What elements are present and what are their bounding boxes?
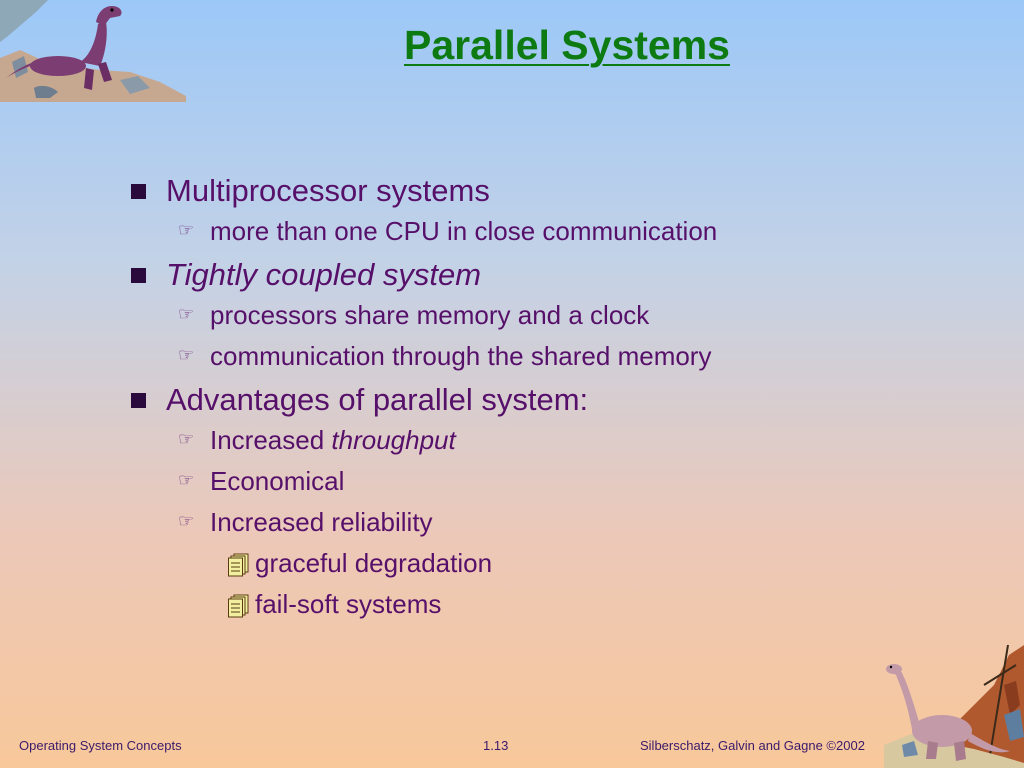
pointing-hand-icon: ☞ [178, 511, 195, 531]
sub-sub-bullet-item: fail-soft systems [128, 588, 988, 620]
slide-title: Parallel Systems [404, 22, 730, 68]
bullet-item-tightly-coupled: Tightly coupled system [128, 256, 988, 294]
pointing-hand-icon: ☞ [178, 345, 195, 365]
sub-bullet-text: Economical [210, 466, 345, 496]
footer-course-title: Operating System Concepts [19, 738, 182, 753]
document-stack-icon [228, 594, 249, 618]
sub-sub-bullet-text: fail-soft systems [255, 589, 442, 619]
sub-bullet-item: ☞ communication through the shared memor… [128, 340, 988, 372]
sub-bullet-text: Increased reliability [210, 507, 433, 537]
sub-bullet-text: communication through the shared memory [210, 341, 712, 371]
bullet-text: Multiprocessor systems [166, 173, 490, 208]
footer-copyright: Silberschatz, Galvin and Gagne ©2002 [640, 738, 865, 753]
square-bullet-icon [131, 268, 146, 283]
bullet-text: Tightly coupled system [166, 257, 482, 292]
pointing-hand-icon: ☞ [178, 220, 195, 240]
sub-sub-bullet-item: graceful degradation [128, 547, 988, 579]
footer-page-number: 1.13 [483, 738, 509, 753]
bullet-text: Advantages of parallel system: [166, 382, 589, 417]
sub-bullet-emphasis: throughput [331, 425, 456, 455]
bullet-item-multiprocessor: Multiprocessor systems [128, 172, 988, 210]
pointing-hand-icon: ☞ [178, 429, 195, 449]
sub-bullet-text: processors share memory and a clock [210, 300, 650, 330]
sub-bullet-item: ☞ more than one CPU in close communicati… [128, 215, 988, 247]
sub-bullet-text: Increased [210, 425, 332, 455]
square-bullet-icon [131, 184, 146, 199]
dinosaur-top-left-icon [0, 0, 186, 102]
slide-content: Multiprocessor systems ☞ more than one C… [128, 172, 988, 629]
sub-sub-bullet-text: graceful degradation [255, 548, 493, 578]
bullet-item-advantages: Advantages of parallel system: [128, 381, 988, 419]
sub-bullet-item: ☞ Increased throughput [128, 424, 988, 456]
square-bullet-icon [131, 393, 146, 408]
document-stack-icon [228, 553, 249, 577]
sub-bullet-text: more than one CPU in close communication [210, 216, 718, 246]
sub-bullet-item: ☞ Increased reliability [128, 506, 988, 538]
dinosaur-bottom-right-icon [884, 645, 1024, 768]
sub-bullet-item: ☞ Economical [128, 465, 988, 497]
pointing-hand-icon: ☞ [178, 470, 195, 490]
sub-bullet-item: ☞ processors share memory and a clock [128, 299, 988, 331]
pointing-hand-icon: ☞ [178, 304, 195, 324]
